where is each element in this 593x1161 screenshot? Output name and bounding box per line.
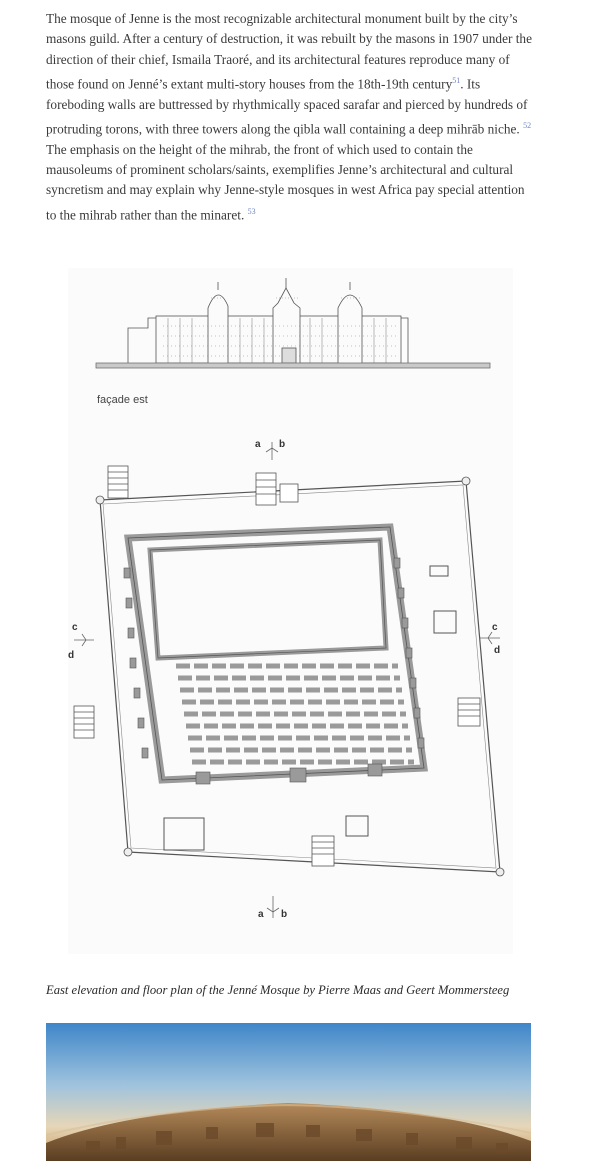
- elevation-label: façade est: [97, 394, 148, 406]
- figure-caption: East elevation and floor plan of the Jen…: [46, 983, 510, 997]
- section-marker-bottom: a b: [258, 896, 287, 920]
- east-elevation-drawing: [127, 278, 409, 364]
- svg-text:d: d: [494, 645, 500, 656]
- article-paragraph: The mosque of Jenne is the most recogniz…: [46, 9, 538, 225]
- footnote-link-52[interactable]: 52: [523, 120, 532, 130]
- section-marker-left: c d: [68, 622, 94, 661]
- section-marker-right: c d: [480, 622, 500, 656]
- section-marker-top: a b: [255, 439, 285, 460]
- svg-text:b: b: [279, 439, 285, 450]
- svg-text:d: d: [68, 650, 74, 661]
- svg-text:c: c: [72, 622, 78, 633]
- floor-plan-drawing: [73, 465, 505, 877]
- footnote-link-53[interactable]: 53: [247, 206, 256, 216]
- footnote-link-51[interactable]: 51: [452, 75, 461, 85]
- svg-text:a: a: [258, 909, 264, 920]
- svg-text:b: b: [281, 909, 287, 920]
- paragraph-text-1: The mosque of Jenne is the most recogniz…: [46, 11, 532, 92]
- ground-line: [95, 362, 491, 369]
- panoramic-photo: [46, 1023, 531, 1161]
- svg-text:a: a: [255, 439, 261, 450]
- svg-text:c: c: [492, 622, 498, 633]
- paragraph-text-2: . Its foreboding walls are buttressed by…: [46, 76, 528, 137]
- architectural-drawing: façade est a b a b c d c d: [68, 268, 513, 954]
- paragraph-text-3: The emphasis on the height of the mihrab…: [46, 141, 525, 222]
